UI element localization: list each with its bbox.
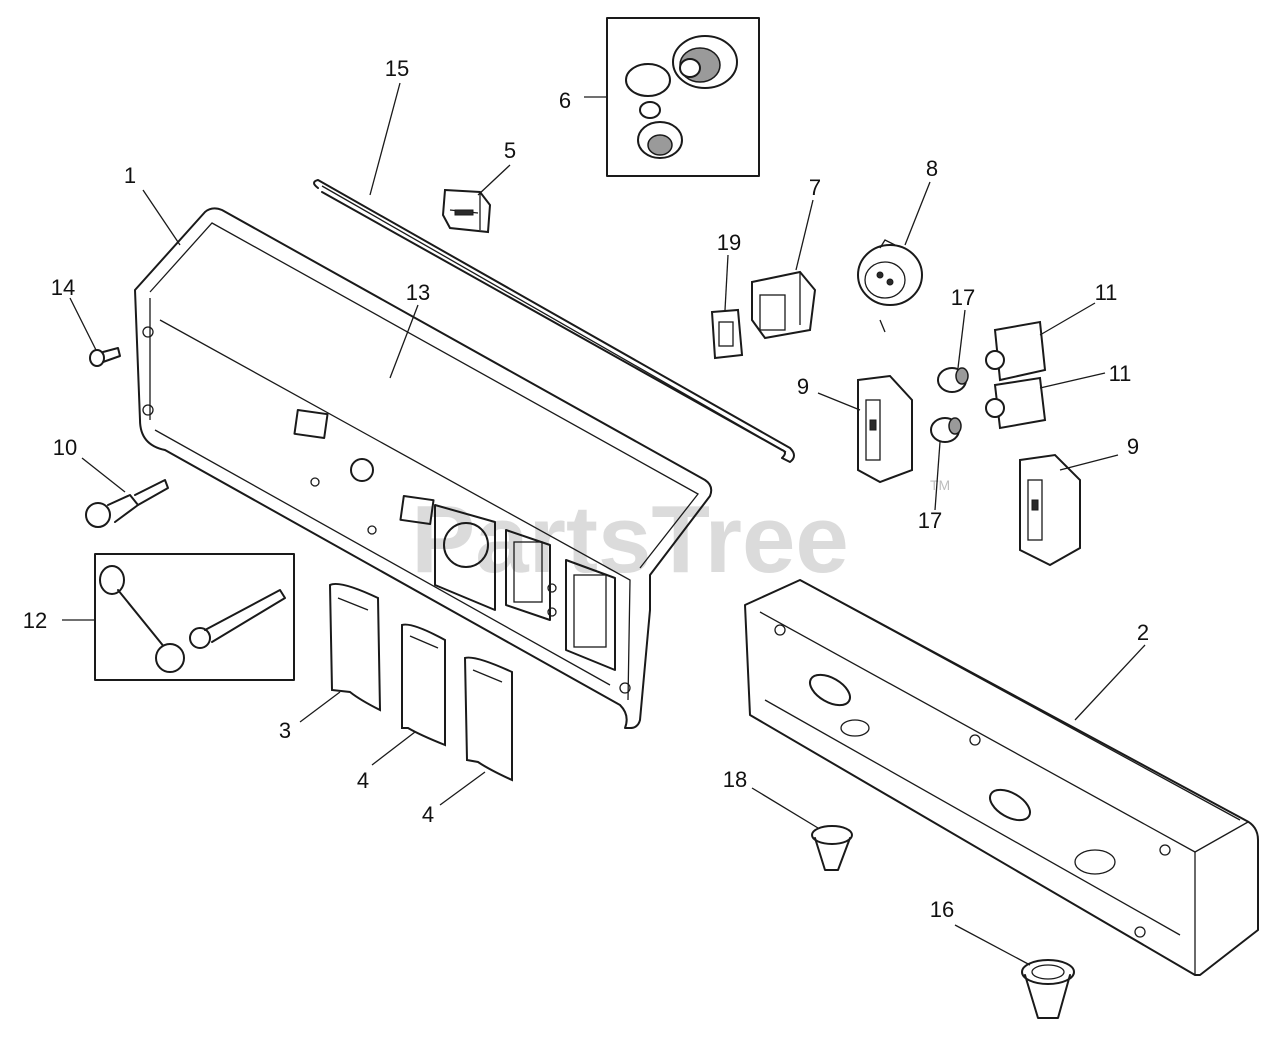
callout-2: 2 (1137, 620, 1149, 645)
part-receptacle-8[interactable] (857, 239, 923, 333)
callout-3: 3 (279, 718, 291, 743)
callout-9b: 9 (1127, 434, 1139, 459)
callout-4a: 4 (357, 768, 369, 793)
part-fitting-10[interactable] (85, 479, 169, 528)
part-outlet-9-right[interactable] (1019, 453, 1081, 567)
callout-17b: 17 (918, 508, 942, 533)
callout-18: 18 (723, 767, 747, 792)
watermark-text: PartsTree (411, 486, 849, 593)
callout-12: 12 (23, 608, 47, 633)
callout-5: 5 (504, 138, 516, 163)
part-screw-14[interactable] (89, 347, 121, 367)
callout-16: 16 (930, 897, 954, 922)
part-rod[interactable] (313, 179, 795, 463)
part-base-tray[interactable] (744, 579, 1259, 976)
part-button-17-upper[interactable] (937, 367, 969, 393)
part-ignition-box[interactable] (606, 17, 760, 177)
callout-10: 10 (53, 435, 77, 460)
part-switch-7[interactable] (751, 270, 817, 340)
callout-1: 1 (124, 163, 136, 188)
part-outlet-9-left[interactable] (857, 374, 913, 484)
callout-8: 8 (926, 156, 938, 181)
watermark-trademark: TM (930, 477, 950, 493)
part-grommet-18[interactable] (811, 825, 853, 871)
callout-7: 7 (809, 175, 821, 200)
part-switch-5[interactable] (441, 188, 492, 234)
callout-4b: 4 (422, 802, 434, 827)
part-cover-4-upper[interactable] (401, 623, 446, 747)
part-switch-19[interactable] (710, 308, 744, 360)
part-cap-kit-box[interactable] (94, 553, 295, 681)
part-control-panel[interactable] (134, 207, 713, 729)
part-cover-3[interactable] (328, 582, 382, 712)
callout-11b: 11 (1109, 361, 1132, 386)
part-cover-4-lower[interactable] (463, 656, 513, 782)
part-breaker-11-lower[interactable] (985, 376, 1047, 430)
callout-19: 19 (717, 230, 741, 255)
callout-14: 14 (51, 275, 75, 300)
callout-17a: 17 (951, 285, 975, 310)
part-grommet-16[interactable] (1021, 959, 1075, 1019)
part-breaker-11-upper[interactable] (985, 320, 1047, 382)
callout-13: 13 (406, 280, 430, 305)
callout-15: 15 (385, 56, 409, 81)
leader-lines (62, 82, 1146, 966)
callout-9a: 9 (797, 374, 809, 399)
part-button-17-lower[interactable] (930, 417, 962, 443)
callout-11a: 11 (1095, 280, 1118, 305)
callout-6: 6 (559, 88, 571, 113)
